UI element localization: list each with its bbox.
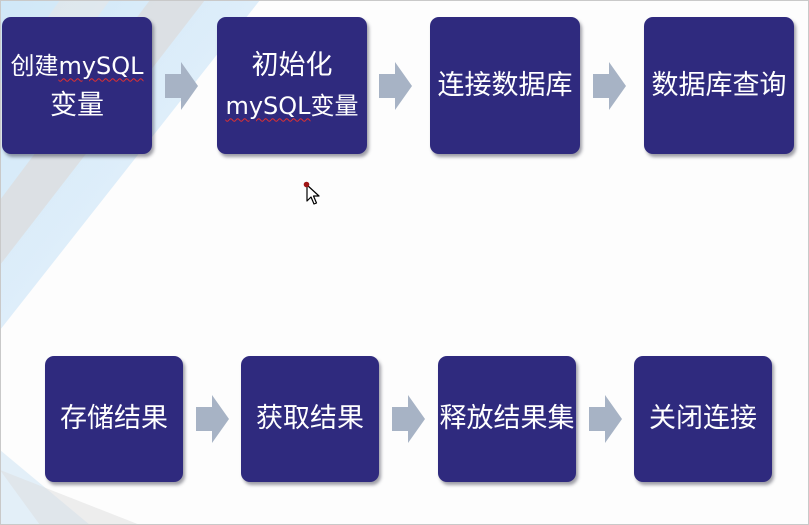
flow-step-text: 创建 [10, 51, 59, 80]
flow-step-6: 获取结果 [241, 356, 379, 482]
flow-step-4: 数据库查询 [644, 17, 794, 154]
flow-step-label-line: 数据库查询 [652, 66, 787, 106]
right-arrow-icon [165, 61, 198, 110]
flow-step-label-line: 变量 [50, 86, 104, 126]
flow-step-label-line: 获取结果 [256, 399, 364, 439]
flow-step-text: 数据库查询 [651, 69, 787, 101]
flow-step-8: 关闭连接 [634, 356, 772, 482]
flow-step-2: 初始化 mySQL变量 [217, 17, 367, 154]
flow-step-label-line: 初始化 [252, 46, 333, 86]
flow-step-label-line: 存储结果 [60, 399, 168, 439]
right-arrow-icon [196, 395, 229, 443]
flow-step-text: 获取结果 [256, 403, 364, 434]
spellcheck-text: mySQL [225, 91, 311, 120]
flow-step-7: 释放结果集 [438, 356, 576, 482]
mouse-cursor-icon [303, 181, 320, 205]
flow-step-text: 关闭连接 [649, 403, 757, 434]
right-arrow-icon [392, 395, 425, 443]
flow-step-text: 存储结果 [60, 403, 168, 434]
flow-step-text: 释放结果集 [439, 403, 575, 434]
flow-step-text: 变量 [310, 91, 359, 120]
flow-step-text: 初始化 [251, 49, 333, 81]
flow-step-text: 连接数据库 [437, 69, 573, 101]
flow-step-label-line: 连接数据库 [438, 66, 573, 106]
flow-step-label-line: 关闭连接 [649, 399, 757, 439]
flow-step-label-line: 释放结果集 [440, 399, 575, 439]
flow-step-3: 连接数据库 [430, 17, 580, 154]
flow-step-label-line: 创建mySQL [10, 46, 143, 86]
flow-step-5: 存储结果 [45, 356, 183, 482]
right-arrow-icon [593, 61, 626, 110]
spellcheck-text: mySQL [58, 51, 144, 80]
flow-step-text: 变量 [50, 89, 104, 121]
flow-step-label-line: mySQL变量 [225, 86, 358, 126]
right-arrow-icon [379, 61, 412, 110]
right-arrow-icon [589, 395, 622, 443]
